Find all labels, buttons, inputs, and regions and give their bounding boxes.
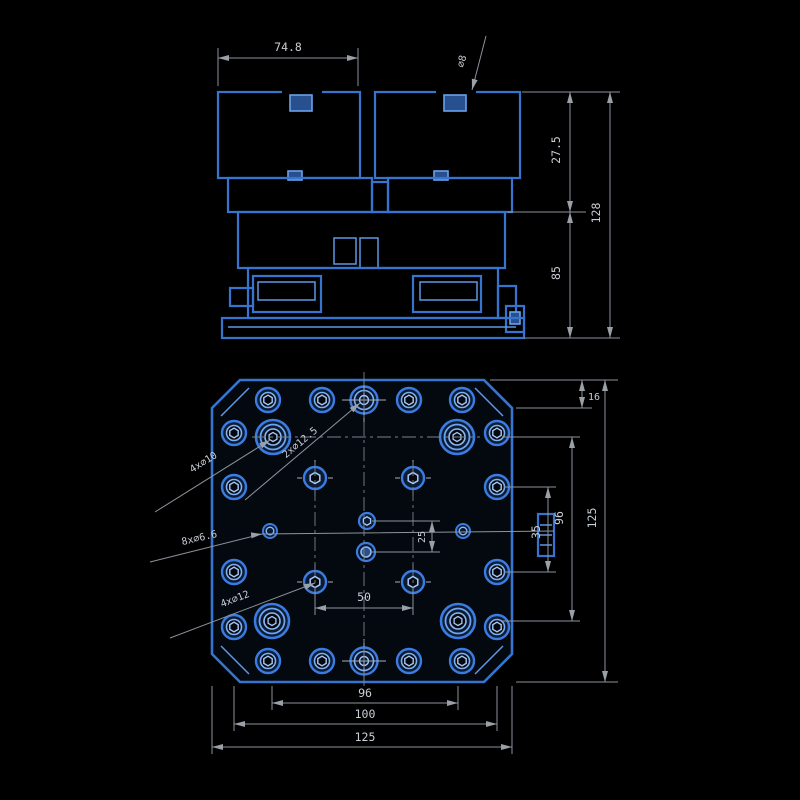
right-notch-insert	[443, 94, 467, 112]
hole-sb	[355, 541, 377, 563]
leader-line-4	[169, 582, 316, 639]
hole-m	[220, 419, 248, 447]
dim-text-bottom-inner: 96	[358, 686, 372, 700]
dim-text-lower-height: 85	[549, 266, 563, 280]
dim-text-right-overall: 125	[585, 508, 599, 529]
left-notch-gap	[282, 89, 322, 95]
left-carriage	[226, 176, 374, 214]
hole-b	[439, 602, 477, 640]
leader-line-callout	[471, 35, 487, 91]
hole-m	[308, 386, 336, 414]
dim-text-bottom-overall: 125	[355, 730, 376, 744]
corner-chamfer-line-br	[474, 645, 504, 675]
hole-s	[262, 523, 278, 539]
hole-m	[448, 386, 476, 414]
dim-text-total-height: 128	[589, 203, 603, 224]
plan-view-dimensions: 2x∅12.5 4x∅10 8x∅6.6 4x∅12 50 25 16 35 9…	[149, 372, 618, 754]
right-carriage	[386, 176, 514, 214]
left-arm	[228, 286, 255, 308]
dim-text-right-inner: 35	[529, 525, 543, 539]
dim-text-center-v: 25	[417, 531, 428, 543]
hole-m	[220, 558, 248, 586]
center-detail-a	[333, 237, 357, 265]
leader-line-3	[149, 530, 555, 563]
left-slide-inner	[257, 281, 316, 301]
hole-m	[254, 647, 282, 675]
hole-m	[395, 386, 423, 414]
hole-m	[483, 419, 511, 447]
hole-m	[483, 558, 511, 586]
dim-text-right-middle: 96	[552, 511, 566, 525]
dim-text-upper-height: 27.5	[549, 136, 563, 164]
hole-m	[220, 613, 248, 641]
base-rail	[220, 316, 526, 340]
callout-text-top: ∅8	[456, 54, 470, 68]
right-slide	[411, 274, 483, 314]
center-connector	[370, 180, 390, 214]
leader-line-2	[154, 439, 271, 513]
key-tab-right	[433, 170, 449, 181]
dim-text-center-h: 50	[357, 590, 371, 604]
front-view-part	[216, 89, 526, 340]
dim-text-top-width: 74.8	[274, 40, 302, 54]
corner-chamfer-line-tl	[220, 387, 250, 417]
hole-m	[448, 647, 476, 675]
right-slide-inner	[419, 281, 478, 301]
left-jaw	[216, 90, 362, 180]
hole-m	[483, 613, 511, 641]
left-notch-insert	[289, 94, 313, 112]
right-notch-gap	[436, 89, 476, 95]
vise-body	[236, 210, 507, 270]
key-tab-left	[287, 170, 303, 181]
corner-chamfer-line-tr	[474, 387, 504, 417]
plan-view-part	[210, 378, 556, 684]
leader-line-1	[244, 402, 361, 501]
hole-s	[455, 523, 471, 539]
dim-text-corner: 16	[588, 392, 600, 403]
center-detail-b	[359, 237, 379, 269]
front-view-dimensions: 74.8 ∅8 27.5 85 128	[217, 35, 620, 339]
hole-m	[220, 473, 248, 501]
dim-text-bottom-middle: 100	[355, 707, 376, 721]
hole-m	[395, 647, 423, 675]
hole-m	[254, 386, 282, 414]
hole-m	[308, 647, 336, 675]
hole-b	[253, 602, 291, 640]
base-plate-outline	[210, 378, 514, 684]
corner-chamfer-line-bl	[220, 645, 250, 675]
